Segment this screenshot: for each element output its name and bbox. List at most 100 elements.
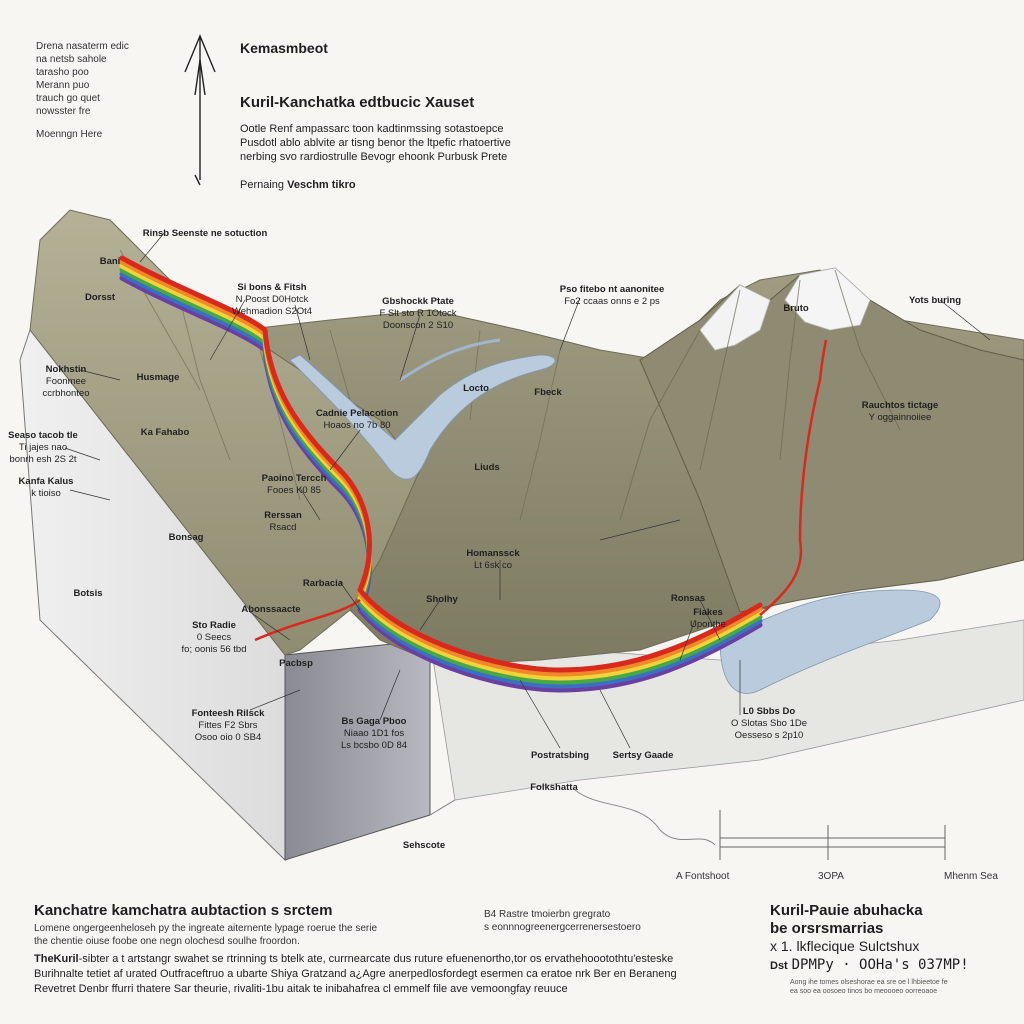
label-line: Hoaos no 7b 80 [323,420,391,431]
trench-line-left [254,598,361,642]
label-line: Seaso tacob tle [8,430,78,441]
label-line: Liuds [474,462,500,473]
footer-right-subtitle: be orsrsmarrias [770,920,884,937]
subtitle-bold: Veschm tikro [287,179,356,191]
note-line: nowsster fre [36,106,91,117]
label-line: Rauchtos tictage [861,400,939,411]
label-line: Si bons & Fitsh [237,282,307,293]
label-line: Dorsst [84,292,116,303]
note-line: Merann puo [36,80,90,91]
label-line: Sertsy Gaade [612,750,674,761]
ocean-trench-water [719,589,941,694]
footer-left-line: the chentie oiuse foobe one negn oloches… [34,936,300,947]
footer-right-line4-prefix: Dst [770,960,788,972]
label-line: Ls bcsbo 0D 84 [340,740,408,751]
label-line: Sholhy [426,594,458,605]
label-line: Lt 6sk co [473,560,513,571]
label-line: Gbshockk Ptate [382,296,454,307]
label-line: Husmage [136,372,180,383]
north-arrow-icon [184,34,216,186]
label-line: Ka Fahabo [140,427,190,438]
label-line: Postratsbing [530,750,590,761]
lbl-sertsy: Sertsy Gaade [613,750,674,762]
lbl-liuds: Liuds [474,462,499,474]
label-line: N Poost D0Hotck [235,294,309,305]
scale-left-label: A Fontshoot [676,871,730,882]
label-line: Fbeck [534,387,562,398]
label-line: Bruto [783,303,809,314]
lbl-postrassing: Postratsbing [531,750,589,762]
footer-para-text: -sibter a t artstangr swahet se rtrinnin… [78,953,674,965]
scale-bar [719,810,946,860]
lbl-locto: Locto [463,383,489,395]
label-line: Osoo oio 0 SB4 [194,732,262,743]
footer-mid-line: s eonnnogreenergcerrenersestoero [484,922,641,933]
lbl-folksbsta: Folkshatta [530,782,578,794]
label-line: Yots buring [908,295,962,306]
label-line: ccrbhonteo [42,388,90,399]
lbl-bruto: Bruto [783,303,808,315]
footer-para-text: Revetret Denbr ffurri thatere Sar theuri… [34,983,568,995]
label-line: Doonscon 2 S10 [382,320,454,331]
footer-para-line: TheKuril-sibter a t artstangr swahet se … [34,952,774,967]
footer-mid-line: B4 Rastre tmoierbn gregrato [484,909,611,920]
label-line: Pacbsp [279,658,313,669]
label-line: Bs Gaga Pboo [341,716,407,727]
note-line: Moenngn Here [36,129,103,140]
subtitle-prefix: Pernaing [240,179,285,191]
lbl-top-subduction: Rinsb Seenste ne sotuction [143,228,268,240]
footer-tiny-line: ea soo ea oosoeo tinos bo meoooeo oorreo… [790,988,938,995]
description-line: Pusdotl ablo ablvite ar tisng benor the … [240,137,511,149]
label-line: O Slotas Sbo 1De [730,718,808,729]
footer-mid-text: B4 Rastre tmoierbn gregrato s eonnnogree… [484,908,641,934]
footer-right-tiny: Aong ihe tomes olseshorae ea sre oe l lh… [790,978,948,996]
footer-right-line3: х 1. lkflecique Sulctshux [770,938,920,954]
label-line: Botsis [73,588,103,599]
label-line: Homanssck [466,548,520,559]
lbl-bonsag: Bonsag [169,532,204,544]
label-line: Fittes F2 Sbrs [198,720,258,731]
trench-line-right [759,339,828,616]
lbl-bani: Bani [100,256,121,268]
lbl-rarbacia: Rarbacia [303,578,343,590]
label-line: Wehmadion S2Ot4 [231,306,313,317]
note-line: na netsb sahole [36,54,107,65]
label-line: Folkshatta [530,782,578,793]
lbl-botsis: Botsis [73,588,102,600]
inner-river [399,338,501,382]
scale-mid-label: 3OPA [818,871,844,882]
lbl-husmage: Husmage [137,372,180,384]
lbl-sholhy: Sholhy [426,594,458,606]
label-line: Bonsag [168,532,204,543]
scale-right-label: Mhenm Sea [944,871,998,882]
label-line: Foonmee [45,376,87,387]
footer-para-line: Burihnalte tetiet af urated Outfraceftru… [34,967,774,982]
compass-title: Kemasmbeot [240,40,328,56]
lbl-pacbsp: Pacbsp [279,658,313,670]
label-line: 0 Seecs [196,632,232,643]
label-line: Ronsas [670,593,706,604]
footer-paragraph: TheKuril-sibter a t artstangr swahet se … [34,952,774,997]
label-line: Sto Radie [192,620,236,631]
note-line: Drena nasaterm edic [36,41,129,52]
description: Ootle Renf ampassarc toon kadtinmssing s… [240,122,511,164]
label-line: bonrh esh 2S 2t [9,454,77,465]
label-line: Cadnie Pelacotion [315,408,399,419]
leader-lines [64,231,991,749]
label-line: F Slt sto R 1Otock [379,308,457,319]
label-line: Rerssan [264,510,302,521]
label-line: Rinsb Seenste ne sotuction [142,228,268,239]
label-line: Locto [463,383,489,394]
